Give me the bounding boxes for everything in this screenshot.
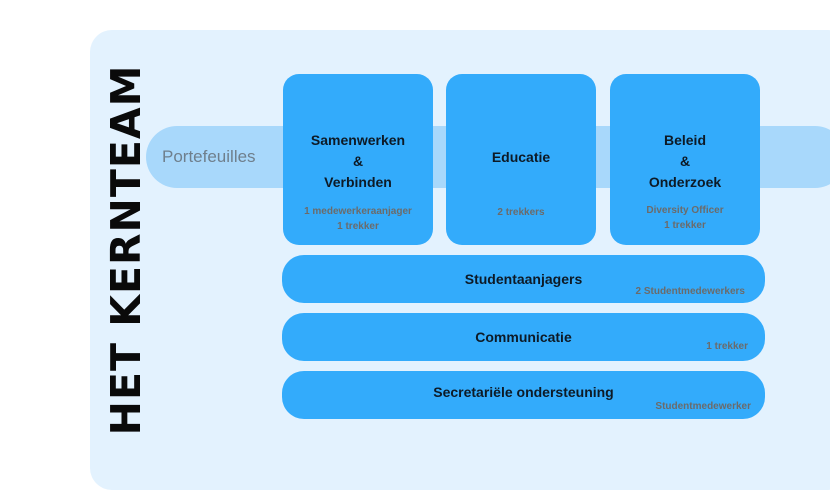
card-sub-line: 2 trekkers	[497, 207, 545, 218]
bar-sub: 2 Studentmedewerkers	[635, 286, 746, 297]
card-title-line: Educatie	[491, 149, 551, 165]
card-sub-line: Diversity Officer	[646, 205, 724, 216]
bar-secretariele-ondersteuning: Secretariële ondersteuning Studentmedewe…	[282, 371, 765, 419]
bar-title: Secretariële ondersteuning	[433, 384, 614, 400]
card-beleid-onderzoek: Beleid & Onderzoek Diversity Officer 1 t…	[610, 74, 760, 245]
card-sub-line: 1 trekker	[337, 221, 379, 232]
card-title-line: Beleid	[663, 132, 706, 148]
card-sub-line: 1 trekker	[664, 220, 706, 231]
bar-title: Communicatie	[475, 329, 572, 345]
card-title-line: Onderzoek	[648, 174, 722, 190]
bar-communicatie: Communicatie 1 trekker	[282, 313, 765, 361]
bar-title: Studentaanjagers	[464, 271, 583, 287]
card-sub-line: 1 medewerkeraanjager	[304, 206, 412, 217]
bar-sub: Studentmedewerker	[655, 401, 751, 412]
card-title-line: Samenwerken	[310, 132, 406, 148]
vertical-title: HET KERNTEAM	[102, 64, 150, 436]
card-title-line: &	[679, 153, 691, 169]
band-label: Portefeuilles	[162, 147, 256, 166]
card-title-line: &	[352, 153, 364, 169]
card-educatie: Educatie 2 trekkers	[446, 74, 596, 245]
bar-sub: 1 trekker	[706, 341, 748, 352]
card-title-line: Verbinden	[324, 174, 392, 190]
bar-studentaanjagers: Studentaanjagers 2 Studentmedewerkers	[282, 255, 765, 303]
card-samenwerken-verbinden: Samenwerken & Verbinden 1 medewerkeraanj…	[283, 74, 433, 245]
